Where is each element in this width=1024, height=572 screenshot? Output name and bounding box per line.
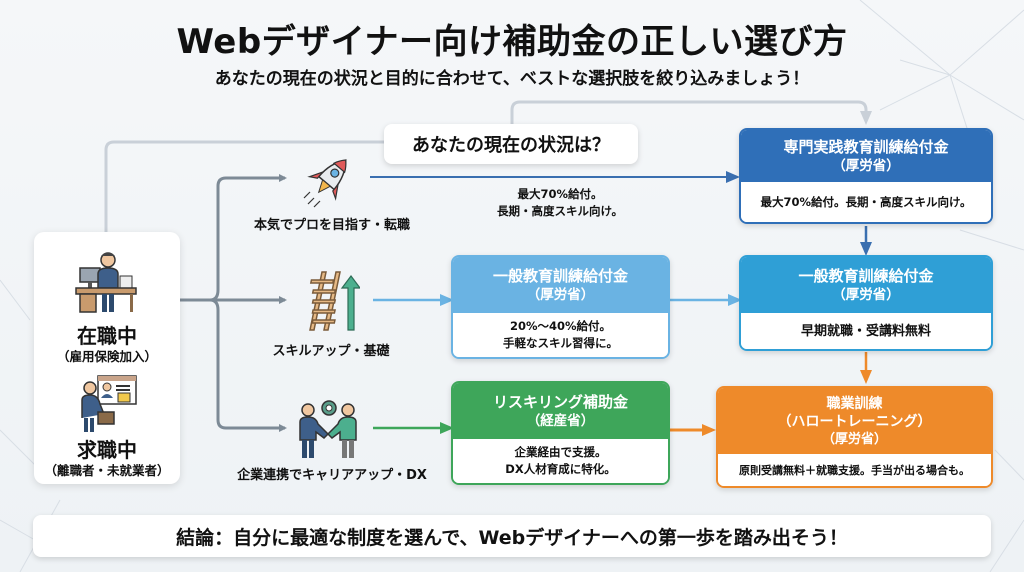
box-vocational-body: 原則受講無料＋就職支援。手当が出る場合も。 (739, 463, 970, 477)
mid-note-line2: 長期・高度スキル向け。 (497, 204, 623, 218)
box-specialized-title: 専門実践教育訓練給付金 (783, 138, 949, 156)
box-general-right-ministry: （厚労省） (832, 287, 900, 303)
status-seeking-label: 求職中 (77, 438, 137, 462)
box-general-mid-ministry: （厚労省） (526, 287, 595, 303)
box-reskilling-body-2: DX人材育成に特化。 (505, 462, 616, 476)
box-reskilling-ministry: （経産省） (526, 413, 595, 429)
status-seeking-sub: （離職者・未就業者） (44, 463, 170, 478)
box-specialized-training[interactable]: 専門実践教育訓練給付金 （厚労省） 最大70%給付。長期・高度スキル向け。 (739, 128, 993, 224)
box-vocational-title: 職業訓練 (826, 395, 883, 412)
box-general-mid-body-1: 20%〜40%給付。 (509, 319, 612, 333)
box-general-right-body: 早期就職・受講料無料 (800, 323, 931, 339)
connector-branch-top (209, 174, 287, 302)
mid-note-line1: 最大70%給付。 (517, 187, 603, 201)
box-reskilling-body-1: 企業経由で支援。 (514, 445, 607, 459)
rocket-icon (303, 159, 347, 208)
page-title: Webデザイナー向け補助金の正しい選び方 (176, 22, 848, 62)
box-vocational-training[interactable]: 職業訓練 （ハロートレーニング） （厚労省） 原則受講無料＋就職支援。手当が出る… (716, 386, 993, 488)
box-vocational-ministry: （厚労省） (821, 431, 887, 447)
office-worker-icon (75, 252, 137, 313)
status-card: 在職中 （雇用保険加入） 求職中 （離職者・未就業者） (34, 232, 180, 484)
connector-branch-bottom (209, 298, 287, 432)
box-specialized-ministry: （厚労省） (832, 158, 900, 174)
mid-note: 最大70%給付。 長期・高度スキル向け。 (470, 186, 650, 220)
path-label-dx: 企業連携でキャリアアップ・DX (237, 468, 427, 483)
status-employed-label: 在職中 (77, 324, 137, 348)
path-label-pro: 本気でプロを目指す・転職 (253, 218, 410, 233)
status-employed-sub: （雇用保険加入） (56, 349, 157, 364)
box-general-mid-title: 一般教育訓練給付金 (492, 267, 628, 285)
handshake-gear-icon (299, 400, 357, 458)
conclusion-banner: 結論：自分に最適な制度を選んで、Webデザイナーへの第一歩を踏み出そう！ (33, 515, 991, 557)
job-seeker-icon (81, 375, 137, 432)
box-reskilling-subsidy[interactable]: リスキリング補助金 （経産省） 企業経由で支援。 DX人材育成に特化。 (451, 381, 670, 485)
box-reskilling-title: リスキリング補助金 (492, 393, 628, 411)
box-general-training-mid[interactable]: 一般教育訓練給付金 （厚労省） 20%〜40%給付。 手軽なスキル習得に。 (451, 255, 670, 359)
box-general-training-right[interactable]: 一般教育訓練給付金 （厚労省） 早期就職・受講料無料 (739, 255, 993, 351)
ladder-arrow-icon (309, 271, 360, 331)
box-general-right-title: 一般教育訓練給付金 (798, 267, 934, 285)
connector-loop-to-specialized (510, 100, 872, 125)
box-vocational-title2: （ハロートレーニング） (777, 413, 932, 430)
box-specialized-body: 最大70%給付。長期・高度スキル向け。 (760, 194, 972, 209)
connector-loop-top (104, 140, 384, 232)
question-bubble: あなたの現在の状況は？ (384, 124, 638, 164)
box-general-mid-body-2: 手軽なスキル習得に。 (503, 336, 618, 350)
page-subtitle: あなたの現在の状況と目的に合わせて、ベストな選択肢を絞り込みましょう！ (214, 69, 810, 89)
path-label-skillup: スキルアップ・基礎 (272, 344, 390, 359)
